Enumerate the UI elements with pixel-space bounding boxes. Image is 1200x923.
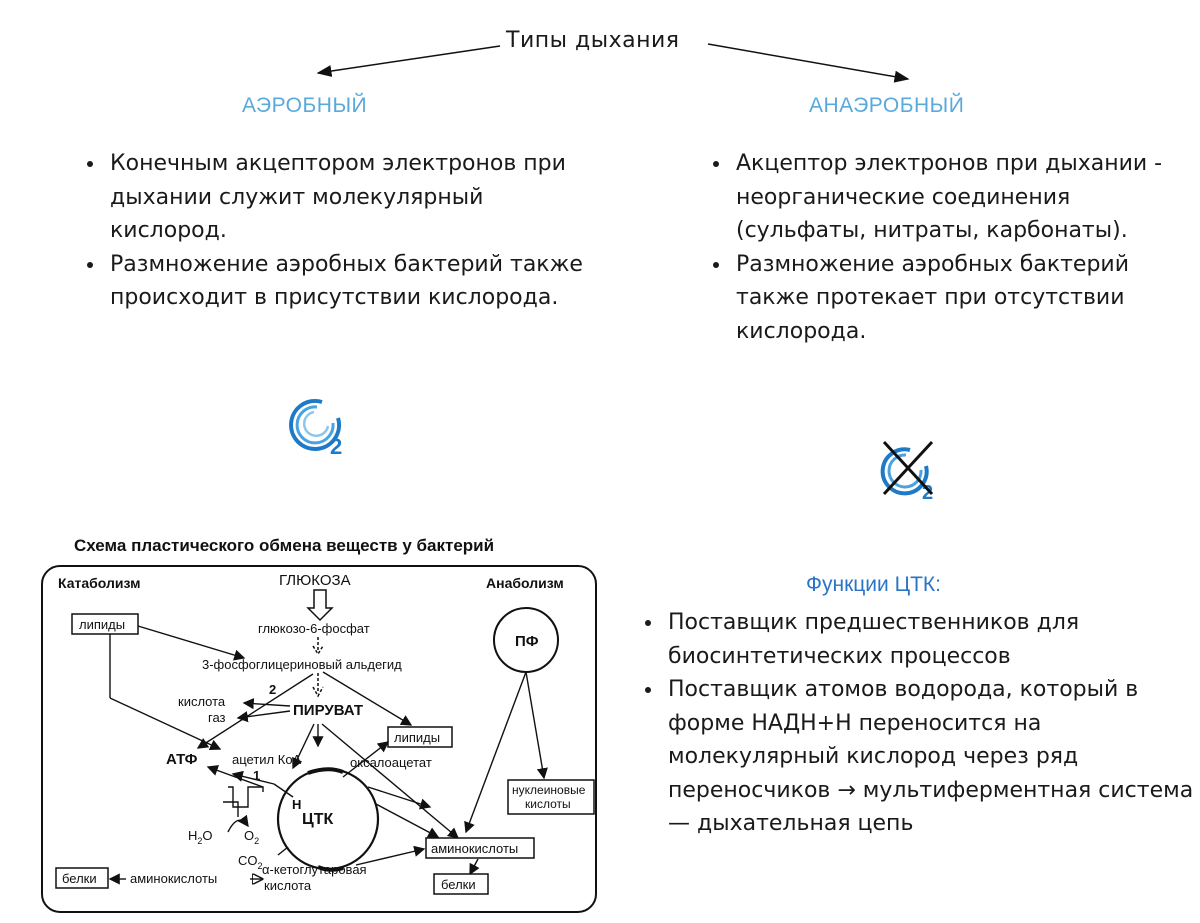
h-label: H [292,797,301,812]
lipids2-box [387,726,453,748]
aerobic-bullet-1: Конечным акцептором электронов при дыхан… [106,147,596,248]
aerobic-bullet-2: Размножение аэробных бактерий также прои… [106,248,596,315]
atp-label: АТФ [166,751,198,768]
arrow-to-anaerobic [707,43,910,83]
alpha-label-2: кислота [264,878,312,893]
lipids-label: липиды [79,617,125,632]
o2-icon: 2 [289,398,342,459]
anaerobic-list: Акцептор электронов при дыхании - неорга… [706,147,1200,348]
num-2: 2 [269,682,276,697]
aerobic-title: АЭРОБНЫЙ [242,94,368,117]
scheme-frame [41,565,597,913]
proteins-right-box [433,873,489,895]
pf-label: ПФ [515,633,539,650]
tca-label: ЦТК [302,811,333,828]
anabolism-label: Анаболизм [486,575,564,591]
lipids-box [71,613,139,635]
nucleotides-label-2: кислоты [525,797,571,811]
tca-bullet-2: Поставщик атомов водорода, который в фор… [664,673,1196,841]
glucose-arrow [306,589,334,622]
glucose-label: ГЛЮКОЗА [279,572,351,589]
anaerobic-bullet-1: Акцептор электронов при дыхании - неорга… [732,147,1200,248]
pga-label: 3-фосфоглицериновый альдегид [202,657,402,672]
gas-label: газ [208,710,226,725]
oxaloacetate-label: оксалоацетат [350,755,432,770]
co2-label: CO2 [238,853,263,871]
arrow-to-aerobic [316,45,501,77]
alpha-label: α-кетоглутаровая [262,862,367,877]
title-arrows [316,43,910,83]
metabolism-scheme: Схема пластического обмена веществ у бак… [41,536,597,913]
anaerobic-title: АНАЭРОБНЫЙ [809,94,965,117]
tca-functions-list: Поставщик предшественников для биосинтет… [638,606,1196,841]
page-title: Типы дыхания [506,28,680,53]
nucleotides-label-1: нуклеиновые [512,783,586,797]
aminoacids-box-label: аминокислоты [431,841,518,856]
tca-functions-title: Функции ЦТК: [806,573,942,596]
crossed-o2-icon: 2 [880,440,933,504]
anaerobic-bullet-2: Размножение аэробных бактерий также прот… [732,248,1200,349]
o2-label: O2 [244,828,259,846]
aminoacids-text: аминокислоты [130,871,217,886]
aerobic-list: Конечным акцептором электронов при дыхан… [80,147,596,315]
acetyl-label: ацетил КоА [232,752,302,767]
catabolism-label: Катаболизм [58,575,140,591]
svg-text:2: 2 [330,434,342,459]
proteins-right-label: белки [441,877,476,892]
lipids2-label: липиды [394,730,440,745]
scheme-title: Схема пластического обмена веществ у бак… [74,536,494,555]
nucleotides-box [507,779,595,815]
acid-label: кислота [178,694,226,709]
proteins-left-label: белки [62,871,97,886]
tca-bullet-1: Поставщик предшественников для биосинтет… [664,606,1196,673]
svg-text:2: 2 [922,482,933,504]
proteins-left-box [55,867,109,889]
pyruvate-label: ПИРУВАТ [293,702,363,719]
h2o-label: H2O [188,828,213,846]
num-1: 1 [253,768,260,783]
aminoacids-box [425,837,535,859]
g6p-label: глюкозо-6-фосфат [258,621,370,636]
